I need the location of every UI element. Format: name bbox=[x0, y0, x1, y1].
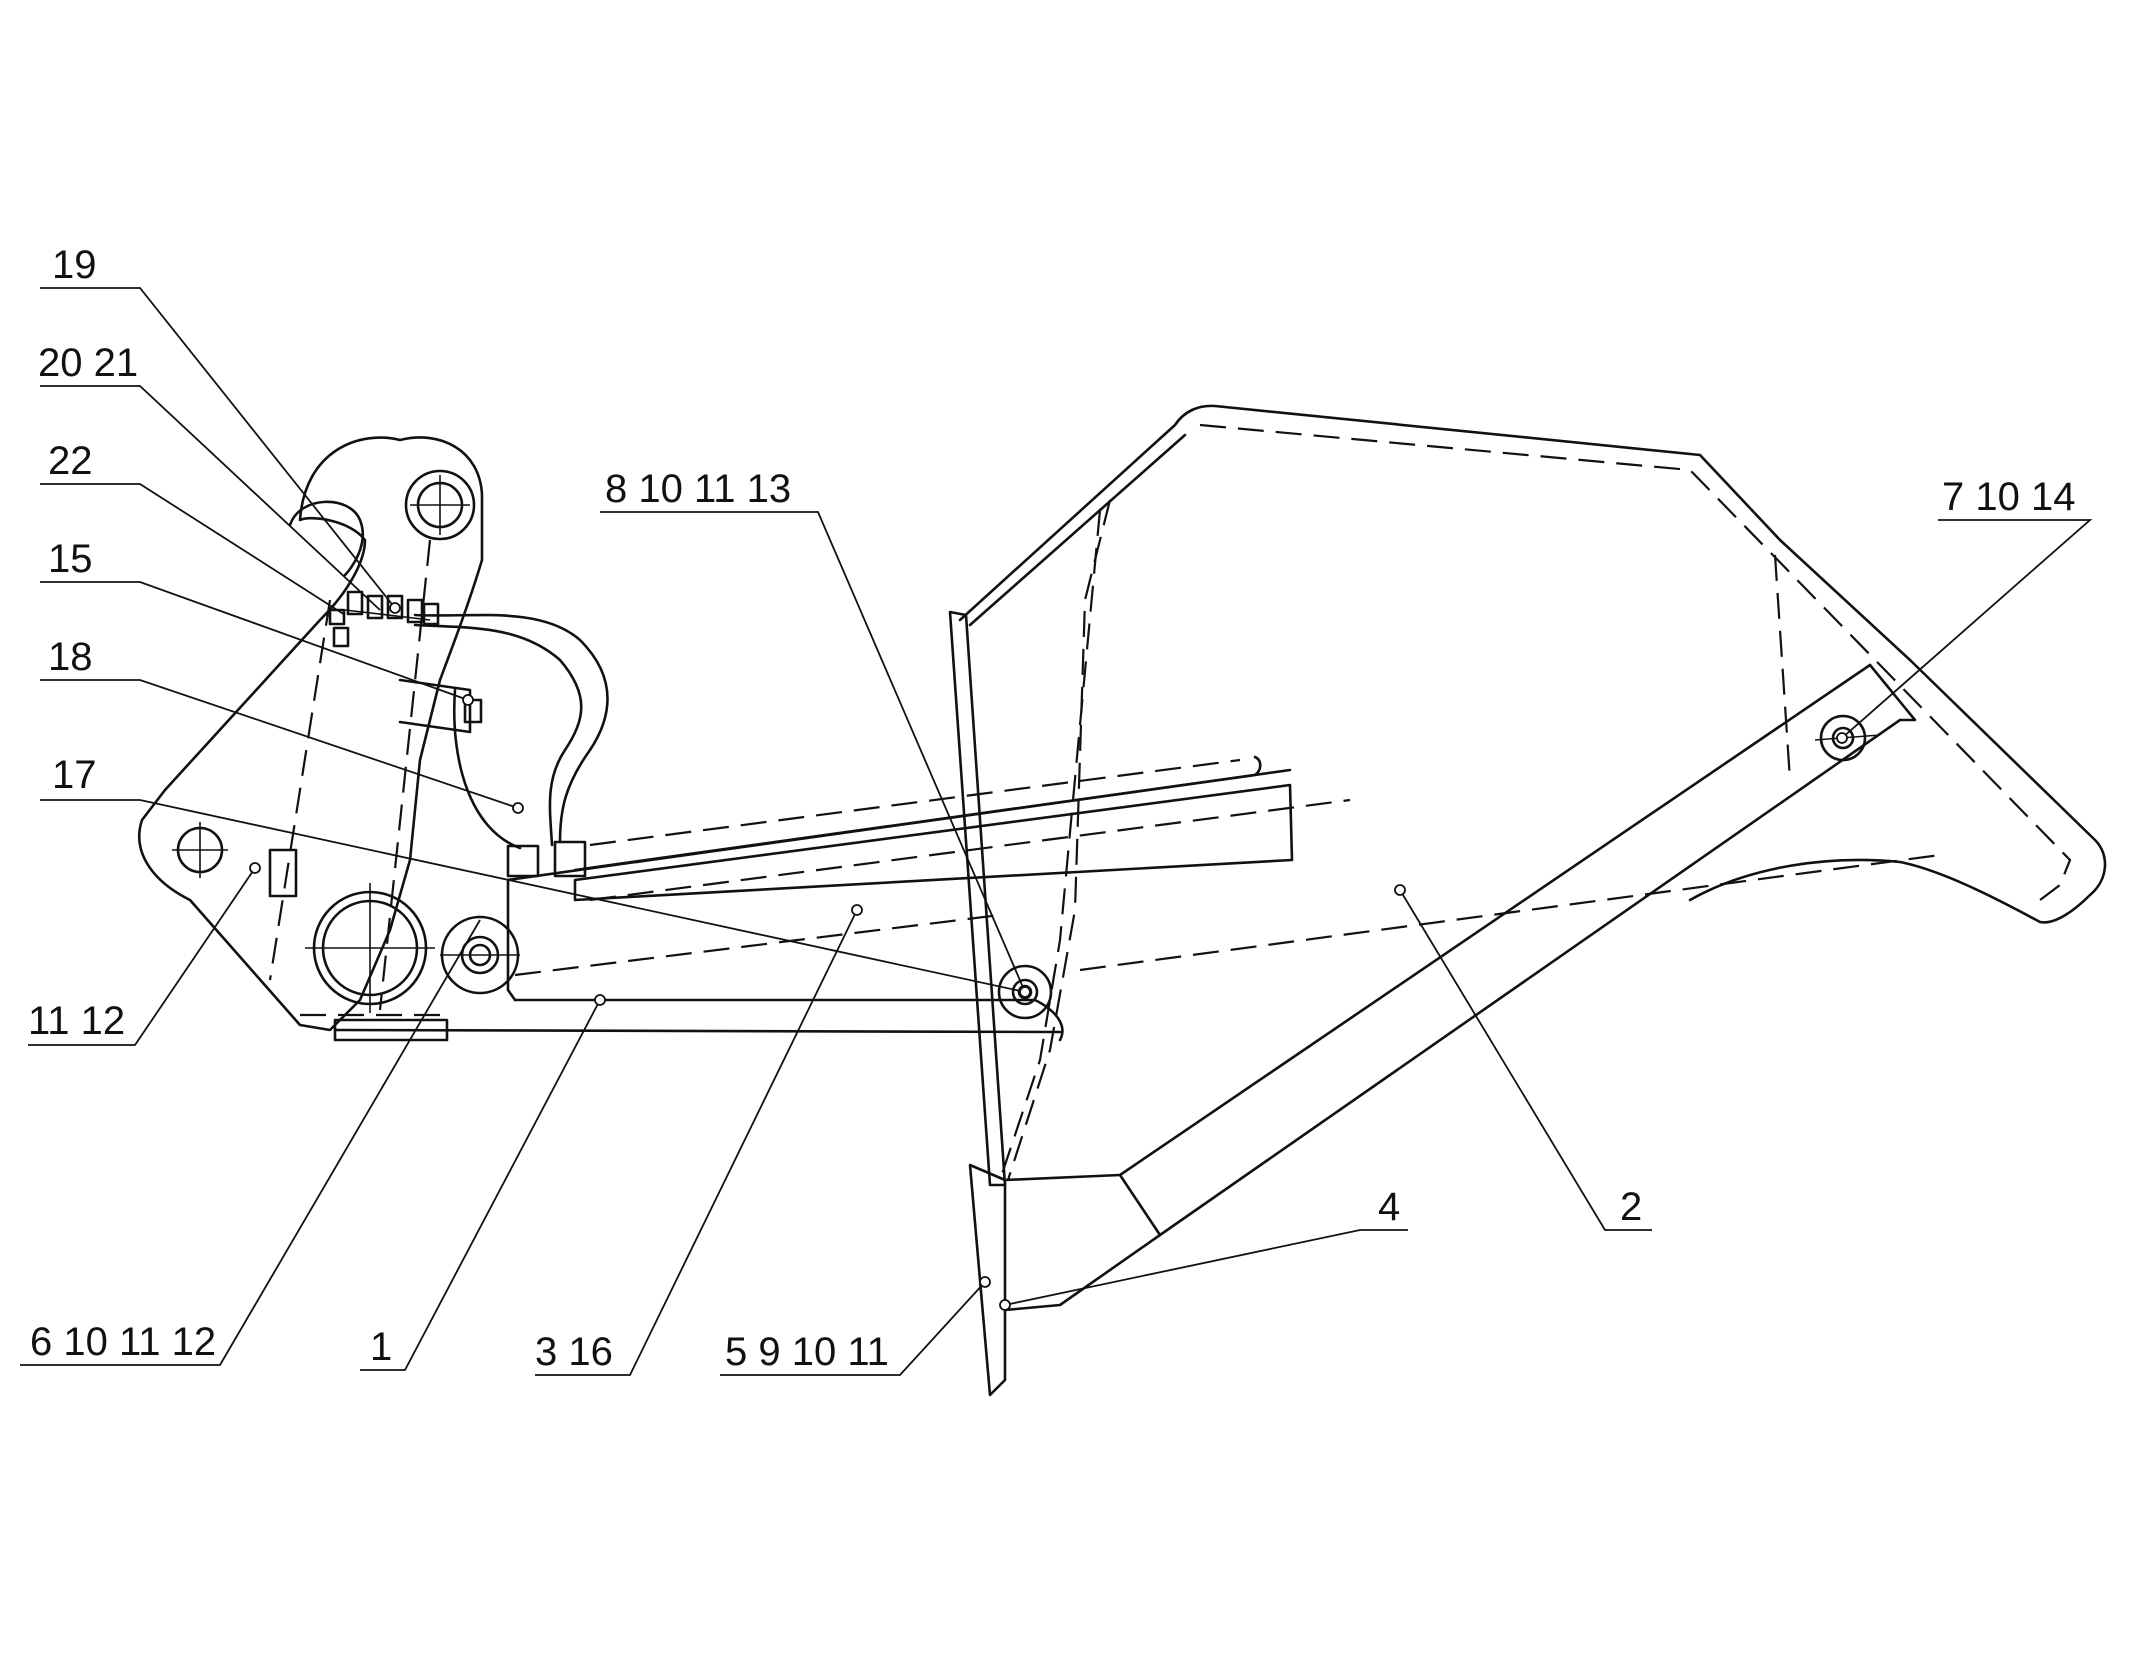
hydraulic-cylinder bbox=[413, 613, 1351, 902]
callout-6-10-11-12: 6 10 11 12 bbox=[30, 1320, 216, 1364]
callout-1: 1 bbox=[370, 1325, 392, 1369]
callout-11-12: 11 12 bbox=[28, 999, 125, 1043]
callout-15: 15 bbox=[48, 537, 93, 581]
callout-3-16: 3 16 bbox=[535, 1330, 613, 1374]
callout-4: 4 bbox=[1378, 1185, 1400, 1229]
main-arm bbox=[333, 768, 1941, 1042]
callout-19: 19 bbox=[52, 243, 97, 287]
mounting-bracket bbox=[137, 436, 484, 1032]
callout-17: 17 bbox=[52, 753, 97, 797]
callout-22: 22 bbox=[48, 439, 93, 483]
callout-7-10-14: 7 10 14 bbox=[1942, 475, 2075, 519]
bucket-frame bbox=[948, 404, 2107, 1397]
callout-20-21: 20 21 bbox=[38, 341, 138, 385]
callout-18: 18 bbox=[48, 635, 93, 679]
callout-2: 2 bbox=[1620, 1185, 1642, 1229]
callout-labels: 19 20 21 22 15 18 17 11 12 8 10 11 13 7 … bbox=[28, 243, 2075, 1374]
valve-block bbox=[328, 590, 440, 648]
leader-lines bbox=[20, 287, 2093, 1376]
callout-8-10-11-13: 8 10 11 13 bbox=[605, 467, 791, 511]
callout-5-9-10-11: 5 9 10 11 bbox=[725, 1330, 889, 1374]
